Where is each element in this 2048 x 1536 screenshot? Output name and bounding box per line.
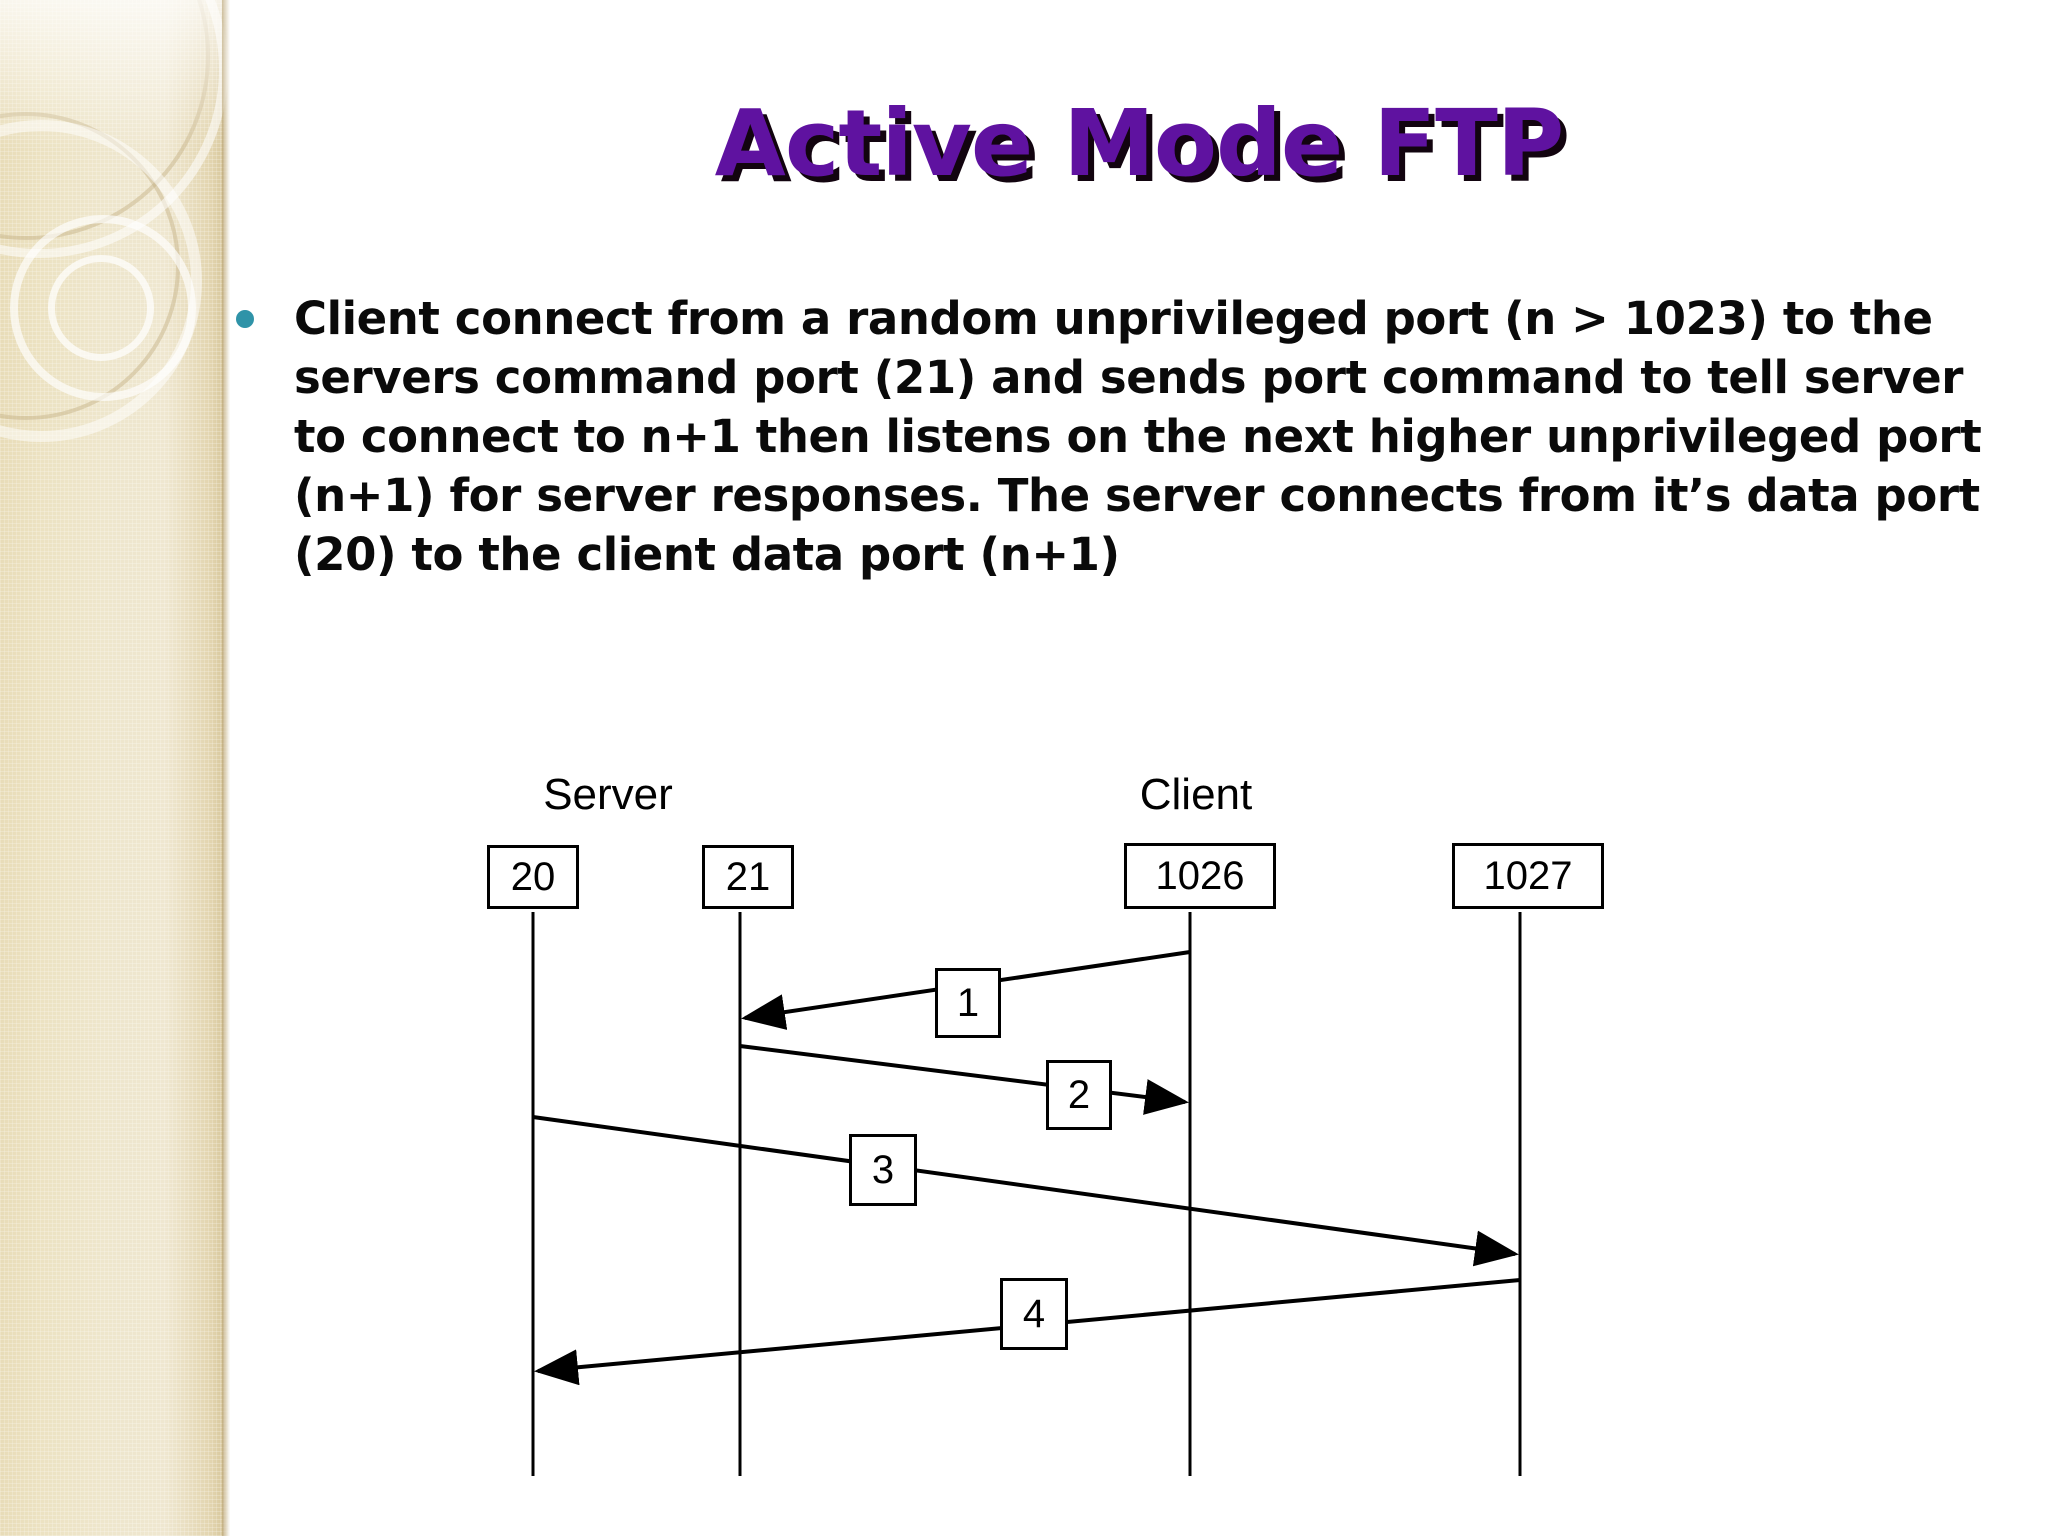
bullet-item: Client connect from a random unprivilege…: [236, 290, 1982, 585]
bullet-line: servers command port (21) and sends port…: [294, 350, 1963, 404]
port-box-1027: 1027: [1452, 843, 1604, 909]
body-content: Client connect from a random unprivilege…: [236, 290, 1982, 585]
message-arrow-3: [532, 1115, 1519, 1267]
bullet-line: (20) to the client data port (n+1): [294, 527, 1120, 581]
actor-label-client: Client: [1139, 770, 1253, 819]
message-label-1: 1: [935, 968, 1001, 1038]
bullet-paragraph: Client connect from a random unprivilege…: [294, 290, 1982, 585]
message-label-4: 4: [1000, 1278, 1068, 1350]
message-label-3: 3: [849, 1134, 917, 1206]
actor-label-server: Server: [543, 770, 673, 819]
slide-title: Active Mode FTP: [714, 90, 1565, 197]
port-box-1026: 1026: [1124, 843, 1276, 909]
bullet-line: (n+1) for server responses. The server c…: [294, 468, 1980, 522]
sidebar-top-highlight: [0, 0, 230, 150]
bullet-line: to connect to n+1 then listens on the ne…: [294, 409, 1982, 463]
port-box-20: 20: [487, 845, 579, 909]
decorative-sidebar: [0, 0, 230, 1536]
port-box-21: 21: [702, 845, 794, 909]
sidebar-ring-tiny: [48, 255, 154, 361]
message-label-2: 2: [1046, 1060, 1112, 1130]
sidebar-edge: [222, 0, 230, 1536]
lifelines-group: [531, 912, 1522, 1476]
bullet-line: Client connect from a random unprivilege…: [294, 292, 1933, 345]
sidebar-ring-small: [10, 215, 196, 401]
bullet-dot-icon: [236, 310, 254, 328]
message-arrow-2: [739, 1044, 1189, 1115]
